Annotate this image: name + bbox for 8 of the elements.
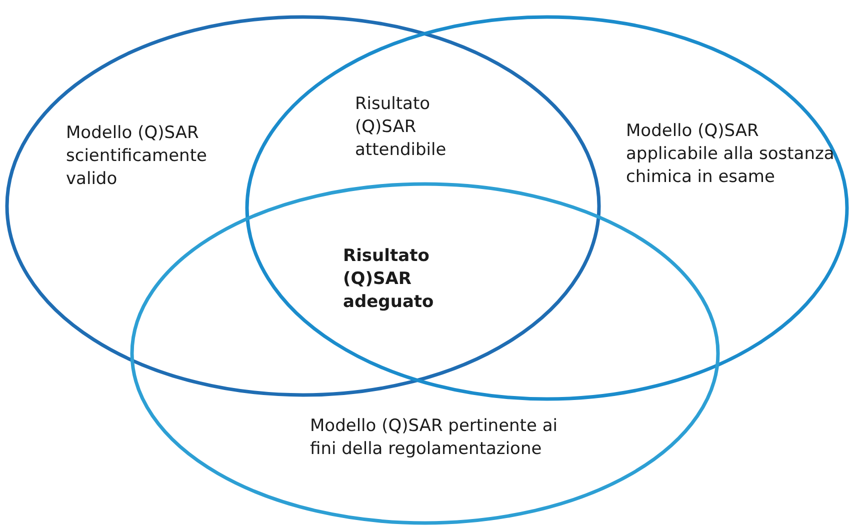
set-label: Modello (Q)SAR applicabile alla sostanza chimica in esame	[626, 120, 836, 189]
overlap-label: Risultato (Q)SAR attendibile	[355, 93, 448, 162]
set-ellipse	[5, 15, 601, 397]
set-label: Modello (Q)SAR pertinente ai fini della regolamentazione	[310, 415, 558, 461]
set-ellipse	[245, 15, 849, 401]
set-ellipse	[130, 182, 720, 525]
set-label: Modello (Q)SAR scientificamente valido	[66, 122, 208, 191]
intersection-label: Risultato (Q)SAR adeguato	[343, 245, 435, 314]
